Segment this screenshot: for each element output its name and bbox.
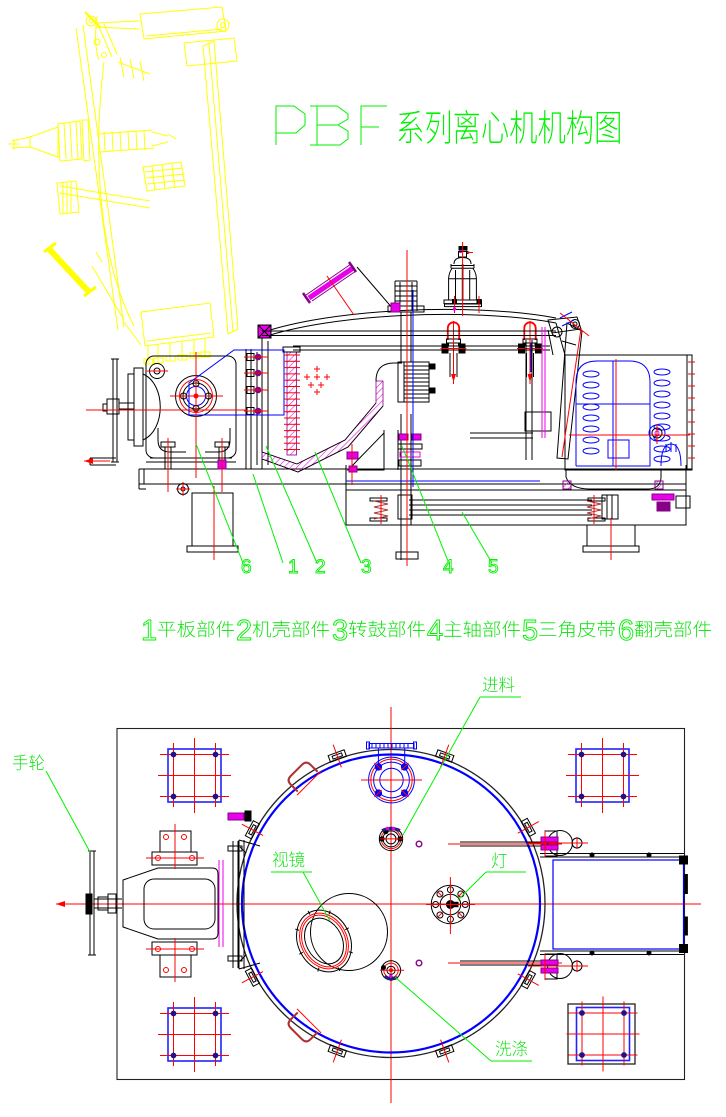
svg-text:5: 5: [488, 557, 499, 578]
svg-text:3: 3: [361, 557, 372, 578]
svg-text:6: 6: [241, 557, 252, 578]
svg-text:5: 5: [522, 615, 538, 647]
svg-text:6: 6: [618, 615, 634, 647]
svg-text:1: 1: [288, 557, 299, 578]
svg-text:2: 2: [315, 557, 326, 578]
svg-text:4: 4: [443, 557, 454, 578]
svg-text:3: 3: [332, 615, 348, 647]
svg-text:2: 2: [236, 615, 252, 647]
svg-text:4: 4: [427, 615, 443, 647]
svg-text:1: 1: [141, 615, 157, 647]
